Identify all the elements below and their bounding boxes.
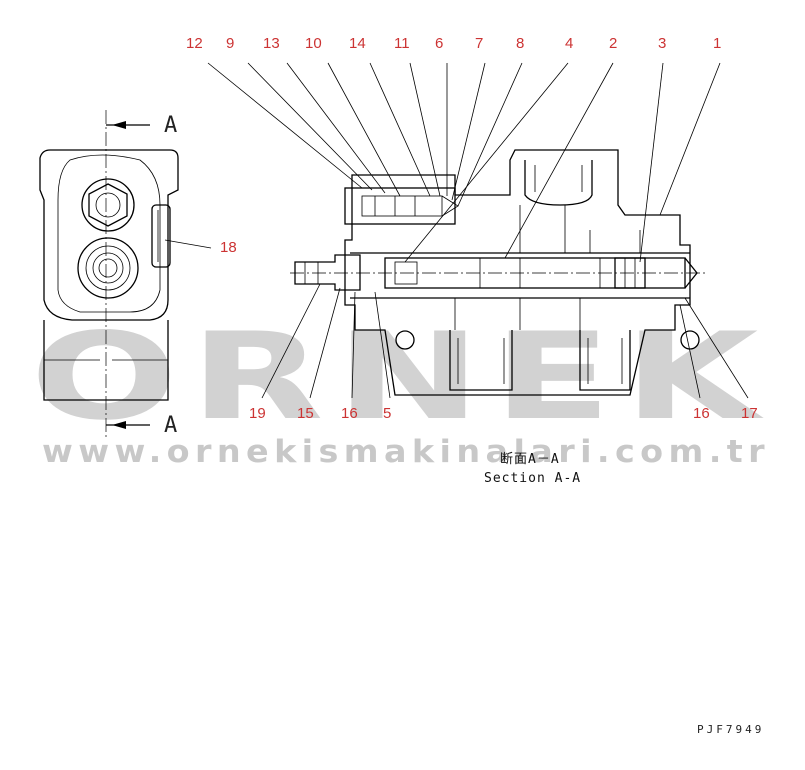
watermark-brand: ORNEK [30,308,770,447]
callout-16-left: 16 [341,405,358,422]
section-mark-bottom: A [164,413,177,438]
callout-2: 2 [609,35,617,52]
caption-jp: 断面A－A [500,452,560,467]
callout-4: 4 [565,35,573,52]
callout-19: 19 [249,405,266,422]
callouts: 12 9 13 10 14 11 6 7 8 4 2 3 1 18 19 15 … [186,35,758,422]
callout-3: 3 [658,35,666,52]
leader-lines [164,62,749,399]
callout-18: 18 [220,239,237,256]
end-view: A A [39,110,179,440]
watermark-url: www.ornekismakinalari.com.tr [42,434,770,470]
callout-11: 11 [394,35,410,52]
watermark: ORNEK www.ornekismakinalari.com.tr [30,308,770,470]
drawing-code: PJF7949 [697,723,764,736]
callout-17: 17 [741,405,758,422]
callout-8: 8 [516,35,524,52]
callout-14: 14 [349,35,366,52]
callout-9: 9 [226,35,234,52]
callout-13: 13 [263,35,280,52]
callout-7: 7 [475,35,483,52]
callout-1: 1 [713,35,721,52]
callout-10: 10 [305,35,322,52]
callout-6: 6 [435,35,443,52]
callout-15: 15 [297,405,314,422]
caption-en: Section A-A [484,471,581,486]
callout-16-right: 16 [693,405,710,422]
callout-12: 12 [186,35,203,52]
section-mark-top: A [164,113,177,138]
callout-5: 5 [383,405,391,422]
